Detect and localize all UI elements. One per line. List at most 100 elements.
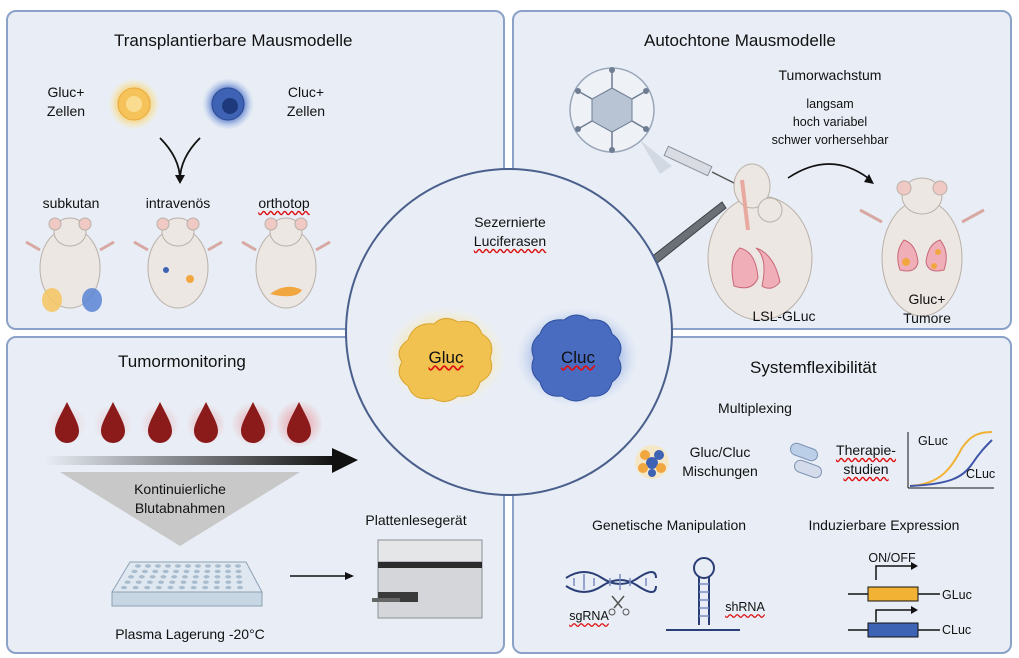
gluc-cells-line2: Zellen bbox=[46, 103, 86, 119]
blood-drops bbox=[47, 400, 323, 448]
plate-well bbox=[171, 575, 178, 579]
monitoring-title: Tumormonitoring bbox=[118, 352, 246, 371]
cluc-cells-line1: Cluc+ bbox=[287, 84, 325, 100]
plate-well bbox=[183, 569, 190, 574]
plate-well bbox=[225, 575, 232, 579]
blood-drop-icon bbox=[231, 402, 275, 446]
plate-well bbox=[235, 564, 241, 568]
onoff-label: ON/OFF bbox=[868, 551, 916, 565]
plate-well bbox=[193, 569, 200, 574]
plate-well bbox=[202, 585, 209, 590]
cluc-protein-icon bbox=[515, 307, 639, 407]
blood-drop-icon bbox=[47, 402, 87, 444]
transplant-title: Transplantierbare Mausmodelle bbox=[114, 31, 353, 50]
gluc-cells-label: Gluc+ Zellen bbox=[38, 83, 94, 121]
curve-gluc-label: GLuc bbox=[918, 434, 948, 448]
plate-well bbox=[131, 569, 138, 574]
plate-well bbox=[185, 564, 191, 568]
blood-drop-icon bbox=[93, 402, 133, 444]
gluc-cell-icon bbox=[108, 78, 160, 130]
plate-well bbox=[235, 569, 242, 574]
growth-line-2: hoch variabel bbox=[792, 115, 868, 129]
lsl-gluc-label: LSL-GLuc bbox=[752, 308, 816, 324]
plate-well bbox=[213, 585, 220, 590]
growth-curve-chart bbox=[907, 431, 994, 489]
plate-well bbox=[135, 564, 141, 568]
plate-well bbox=[180, 580, 187, 584]
center-title-line1: Sezernierte bbox=[474, 214, 546, 230]
time-arrow-icon bbox=[44, 456, 334, 465]
funnel-text-line2: Blutabnahmen bbox=[134, 500, 226, 516]
mix-label-line1: Gluc/Cluc bbox=[689, 444, 751, 460]
growth-arrow-icon bbox=[787, 163, 869, 179]
plate-well bbox=[191, 580, 198, 584]
plate-well bbox=[215, 564, 221, 568]
plate-well bbox=[203, 575, 210, 579]
plate-well bbox=[169, 580, 176, 584]
blood-drop-icon bbox=[186, 402, 226, 444]
plate-well bbox=[155, 585, 162, 590]
tumor-label-line2: Tumore bbox=[903, 310, 951, 326]
blood-drop-icon bbox=[140, 402, 180, 444]
plate-well bbox=[192, 575, 199, 579]
plate-well bbox=[158, 580, 165, 584]
center-title: Sezernierte Luciferasen bbox=[440, 213, 580, 251]
mouse-subkutan-icon bbox=[25, 217, 115, 312]
curve-cluc-label: CLuc bbox=[966, 467, 996, 481]
plate-well bbox=[214, 575, 221, 579]
therapy-label-line1: Therapie- bbox=[836, 442, 896, 458]
mouse-intravenous-icon bbox=[133, 217, 223, 309]
cluc-cell-icon bbox=[202, 78, 254, 130]
route-intravenous: intravenös bbox=[145, 195, 211, 211]
pills-icon bbox=[789, 442, 823, 479]
plate-well bbox=[165, 564, 171, 568]
plate-well bbox=[155, 564, 161, 568]
plate-well bbox=[205, 564, 211, 568]
funnel-text-line1: Kontinuierliche bbox=[134, 481, 226, 497]
gene-construct-gluc bbox=[848, 562, 940, 602]
plate-well bbox=[167, 585, 174, 590]
plate-well bbox=[214, 580, 221, 584]
plate-well bbox=[225, 569, 232, 574]
gluc-center-label: Gluc bbox=[428, 348, 464, 367]
plate-well bbox=[145, 564, 151, 568]
plate-well bbox=[144, 585, 151, 590]
plate-well bbox=[195, 564, 201, 568]
shrna-label: shRNA bbox=[725, 600, 765, 614]
cluc-gene-label: CLuc bbox=[942, 623, 972, 637]
plate-well bbox=[236, 580, 243, 584]
route-orthotop: orthotop bbox=[258, 195, 310, 211]
growth-line-3: schwer vorhersehbar bbox=[771, 133, 889, 147]
therapy-label-line2: studien bbox=[843, 461, 889, 477]
multiplexing-label: Multiplexing bbox=[718, 400, 792, 416]
tumor-mouse-icon bbox=[859, 177, 985, 317]
plate-well bbox=[173, 569, 180, 574]
shrna-hairpin-icon bbox=[666, 557, 740, 631]
plate-well bbox=[236, 575, 242, 579]
mix-label-line2: Mischungen bbox=[682, 463, 758, 479]
plate-well bbox=[149, 575, 156, 579]
inducible-label: Induzierbare Expression bbox=[808, 517, 960, 533]
plate-well bbox=[175, 564, 181, 568]
cluc-cells-label: Cluc+ Zellen bbox=[278, 83, 334, 121]
therapy-label: Therapie- studien bbox=[826, 441, 906, 479]
genetic-label: Genetische Manipulation bbox=[591, 517, 747, 533]
plate-well bbox=[182, 575, 188, 579]
tumor-label: Gluc+ Tumore bbox=[892, 290, 962, 328]
plate-well bbox=[179, 585, 185, 590]
plate-well bbox=[132, 585, 139, 590]
funnel-text: Kontinuierliche Blutabnahmen bbox=[110, 480, 250, 518]
syringe-icon bbox=[663, 145, 737, 185]
plate-well bbox=[204, 569, 211, 574]
cluc-cells-line2: Zellen bbox=[286, 103, 326, 119]
mix-label: Gluc/Cluc Mischungen bbox=[670, 443, 770, 481]
mix-cluster-icon bbox=[635, 445, 669, 479]
autochthon-title: Autochtone Mausmodelle bbox=[644, 31, 836, 50]
gluc-protein-icon bbox=[386, 307, 506, 407]
